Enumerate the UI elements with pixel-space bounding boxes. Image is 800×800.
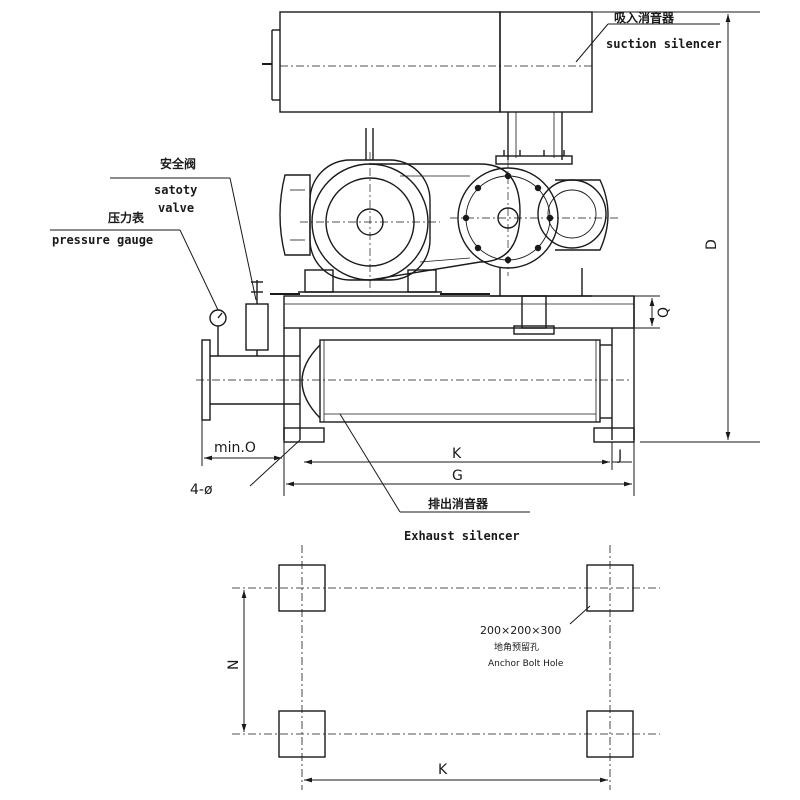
dimension-q: Q bbox=[656, 307, 672, 318]
suction-silencer bbox=[262, 11, 593, 165]
base-frame bbox=[270, 293, 635, 443]
safety-valve-label-cn: 安全阀 bbox=[160, 156, 196, 171]
anchor-hole-bottom-right bbox=[586, 710, 634, 758]
dimension-k-bottom: K bbox=[438, 762, 448, 778]
suction-silencer-label-cn: 吸入消音器 bbox=[614, 10, 675, 25]
pressure-gauge-label-en: pressure gauge bbox=[52, 233, 153, 247]
safety-valve bbox=[245, 280, 269, 356]
dimension-k-top: K bbox=[452, 446, 462, 462]
dimension-n: N bbox=[226, 660, 242, 670]
exhaust-silencer bbox=[280, 339, 630, 423]
dimension-min-o: min.O bbox=[214, 440, 256, 456]
foundation-plan bbox=[232, 545, 660, 790]
anchor-hole-top-right bbox=[586, 564, 634, 612]
anchor-hole-bottom-left bbox=[278, 710, 326, 758]
dimension-g: G bbox=[452, 468, 463, 484]
outlet-pipe bbox=[196, 339, 300, 421]
dimension-j: J bbox=[617, 448, 622, 464]
safety-valve-label-en-2: valve bbox=[158, 201, 194, 215]
anchor-label-cn: 地角预留孔 bbox=[494, 641, 539, 653]
anchor-label-en: Anchor Bolt Hole bbox=[488, 659, 564, 669]
blower bbox=[450, 160, 620, 297]
motor bbox=[279, 128, 442, 293]
pressure-gauge bbox=[209, 309, 227, 356]
pressure-gauge-label-cn: 压力表 bbox=[108, 210, 145, 225]
dimension-lines bbox=[201, 11, 760, 496]
suction-silencer-label-en: suction silencer bbox=[606, 37, 722, 51]
dimension-holes: 4-ø bbox=[190, 482, 213, 498]
leader-lines bbox=[50, 23, 720, 625]
anchor-size-label: 200×200×300 bbox=[480, 624, 561, 637]
anchor-hole-top-left bbox=[278, 564, 326, 612]
dimension-d: D bbox=[704, 239, 720, 250]
belt-guard bbox=[369, 163, 521, 281]
exhaust-silencer-label-cn: 排出消音器 bbox=[428, 496, 489, 511]
exhaust-silencer-label-en: Exhaust silencer bbox=[404, 529, 520, 543]
safety-valve-label-en-1: satoty bbox=[154, 183, 197, 197]
